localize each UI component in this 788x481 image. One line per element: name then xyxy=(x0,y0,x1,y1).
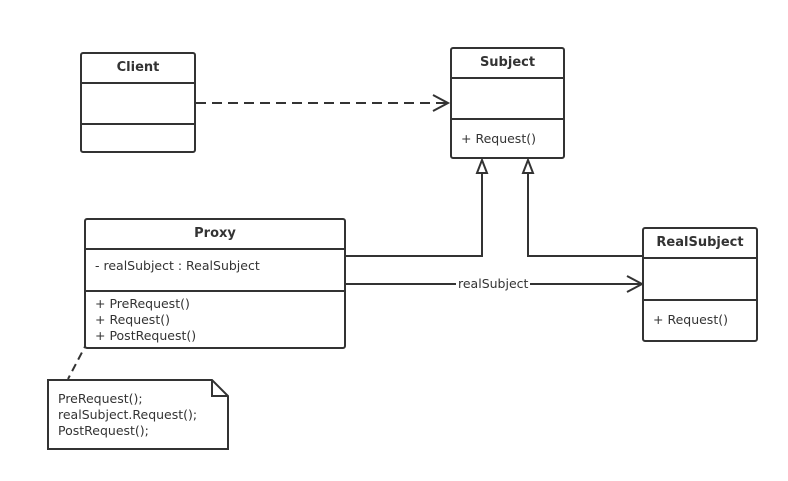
operation: + Request() xyxy=(461,131,536,146)
class-name: Proxy xyxy=(86,220,344,250)
operations-compartment xyxy=(82,125,194,129)
generalization-realsubject-subject[interactable] xyxy=(521,157,643,257)
class-subject[interactable]: Subject + Request() xyxy=(450,47,565,159)
note-line: realSubject.Request(); xyxy=(58,407,198,422)
attribute: - realSubject : RealSubject xyxy=(95,258,260,273)
operations-compartment: + PreRequest() + Request() + PostRequest… xyxy=(86,292,344,344)
note-text: PreRequest(); realSubject.Request(); Pos… xyxy=(58,391,197,439)
class-proxy[interactable]: Proxy - realSubject : RealSubject + PreR… xyxy=(84,218,346,349)
attributes-compartment: - realSubject : RealSubject xyxy=(86,250,344,292)
class-realsubject[interactable]: RealSubject + Request() xyxy=(642,227,758,342)
class-client[interactable]: Client xyxy=(80,52,196,153)
class-name: Client xyxy=(82,54,194,84)
operation: + PostRequest() xyxy=(95,328,197,343)
operations-compartment: + Request() xyxy=(452,120,563,147)
attributes-compartment xyxy=(82,84,194,125)
class-name: Subject xyxy=(452,49,563,79)
operation: + Request() xyxy=(95,312,170,327)
dependency-client-subject[interactable] xyxy=(196,94,451,112)
note-shape[interactable] xyxy=(47,379,229,450)
attributes-compartment xyxy=(644,259,756,301)
attributes-compartment xyxy=(452,79,563,120)
note-line: PreRequest(); xyxy=(58,391,143,406)
generalization-proxy-subject[interactable] xyxy=(346,157,489,257)
operation: + Request() xyxy=(653,312,728,327)
note-line: PostRequest(); xyxy=(58,423,149,438)
operations-compartment: + Request() xyxy=(644,301,756,328)
class-name: RealSubject xyxy=(644,229,756,259)
association-label: realSubject xyxy=(456,276,531,292)
note-link[interactable] xyxy=(67,317,101,380)
operation: + PreRequest() xyxy=(95,296,190,311)
